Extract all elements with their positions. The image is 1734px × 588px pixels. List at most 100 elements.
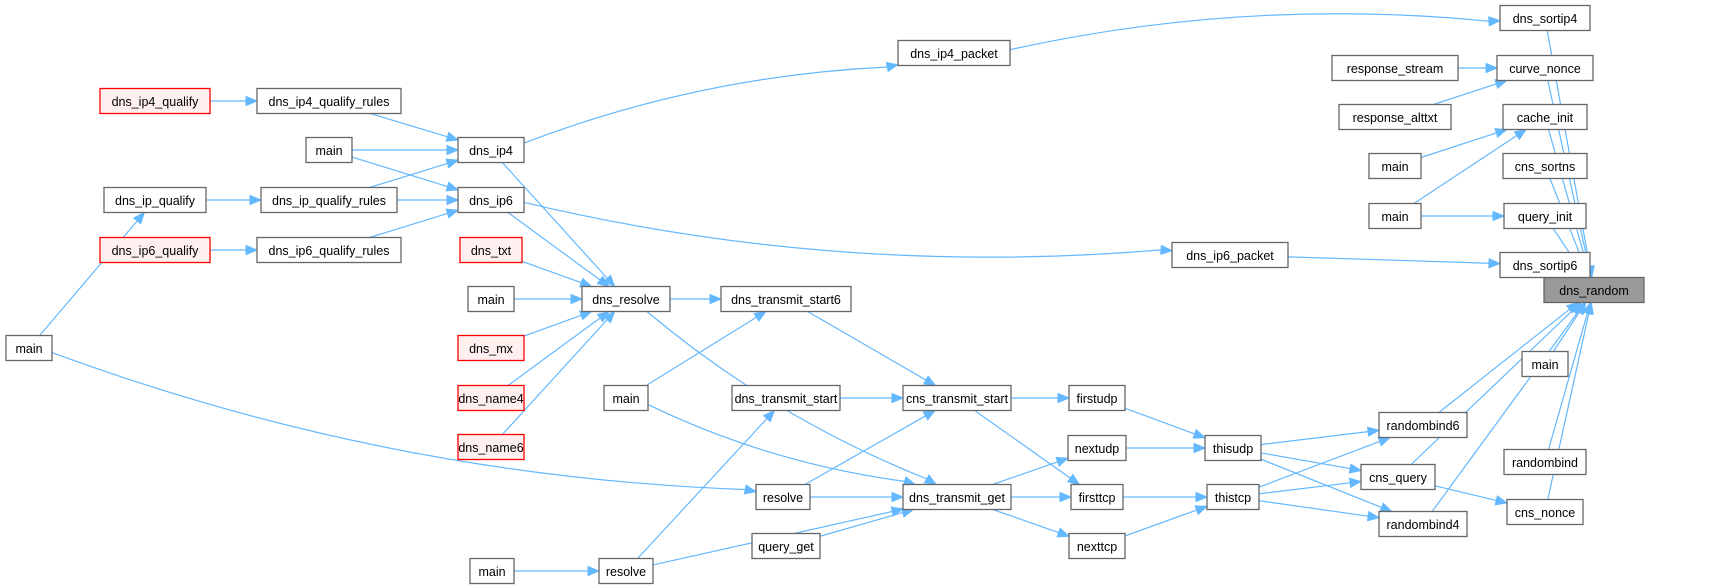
node-response_stream[interactable]: response_stream [1331, 54, 1459, 82]
node-box[interactable] [103, 186, 207, 214]
node-box[interactable] [1368, 202, 1422, 230]
node-main_t1[interactable]: main [603, 384, 649, 412]
node-box[interactable] [1338, 103, 1452, 131]
node-thistcp[interactable]: thistcp [1206, 483, 1260, 511]
node-dns_sortip6[interactable]: dns_sortip6 [1499, 251, 1591, 279]
node-box[interactable] [1068, 532, 1126, 560]
node-box[interactable] [1543, 276, 1645, 304]
node-dns_ip6[interactable]: dns_ip6 [457, 186, 525, 214]
node-box[interactable] [1378, 411, 1468, 439]
node-box[interactable] [1502, 103, 1588, 131]
node-query_get[interactable]: query_get [751, 532, 821, 560]
node-box[interactable] [1068, 384, 1126, 412]
node-box[interactable] [581, 285, 671, 313]
node-randombind4[interactable]: randombind4 [1378, 510, 1468, 538]
node-cns_query[interactable]: cns_query [1360, 463, 1436, 491]
node-query_init[interactable]: query_init [1503, 202, 1587, 230]
node-box[interactable] [457, 136, 525, 164]
node-firsttcp[interactable]: firsttcp [1070, 483, 1124, 511]
node-firstudp[interactable]: firstudp [1068, 384, 1126, 412]
node-box[interactable] [459, 236, 523, 264]
node-box[interactable] [1503, 448, 1587, 476]
node-main_r1[interactable]: main [1521, 350, 1569, 378]
node-box[interactable] [1378, 510, 1468, 538]
node-dns_mx[interactable]: dns_mx [457, 334, 525, 362]
node-main_t2[interactable]: main [469, 557, 515, 585]
node-dns_name4[interactable]: dns_name4 [457, 384, 525, 412]
node-dns_transmit_get[interactable]: dns_transmit_get [902, 483, 1012, 511]
node-box[interactable] [457, 334, 525, 362]
node-box[interactable] [1171, 241, 1289, 269]
node-cns_transmit_start[interactable]: cns_transmit_start [902, 384, 1012, 412]
node-box[interactable] [902, 384, 1012, 412]
node-dns_transmit_start[interactable]: dns_transmit_start [731, 384, 841, 412]
node-box[interactable] [731, 384, 841, 412]
node-box[interactable] [467, 285, 515, 313]
node-box[interactable] [305, 136, 353, 164]
node-box[interactable] [1506, 498, 1584, 526]
node-dns_sortip4[interactable]: dns_sortip4 [1499, 4, 1591, 32]
node-box[interactable] [457, 384, 525, 412]
node-cns_sortns[interactable]: cns_sortns [1502, 152, 1588, 180]
node-box[interactable] [1499, 251, 1591, 279]
node-box[interactable] [99, 87, 211, 115]
node-dns_ip_qualify[interactable]: dns_ip_qualify [103, 186, 207, 214]
node-box[interactable] [720, 285, 852, 313]
node-box[interactable] [1496, 54, 1594, 82]
node-nextudp[interactable]: nextudp [1067, 434, 1127, 462]
node-cache_init[interactable]: cache_init [1502, 103, 1588, 131]
node-box[interactable] [1331, 54, 1459, 82]
node-box[interactable] [755, 483, 811, 511]
node-box[interactable] [902, 483, 1012, 511]
node-box[interactable] [99, 236, 211, 264]
node-box[interactable] [1521, 350, 1569, 378]
node-dns_random[interactable]: dns_random [1543, 276, 1645, 304]
node-resolve_b[interactable]: resolve [598, 557, 654, 585]
node-box[interactable] [260, 186, 398, 214]
node-box[interactable] [1503, 202, 1587, 230]
node-dns_name6[interactable]: dns_name6 [457, 433, 525, 461]
node-main_i1[interactable]: main [305, 136, 353, 164]
node-randombind6[interactable]: randombind6 [1378, 411, 1468, 439]
node-box[interactable] [457, 186, 525, 214]
node-box[interactable] [1067, 434, 1127, 462]
node-box[interactable] [1360, 463, 1436, 491]
node-main_d1[interactable]: main [467, 285, 515, 313]
node-box[interactable] [457, 433, 525, 461]
node-box[interactable] [897, 39, 1011, 67]
node-dns_ip4_qualify[interactable]: dns_ip4_qualify [99, 87, 211, 115]
node-dns_ip4_qualify_rules[interactable]: dns_ip4_qualify_rules [256, 87, 402, 115]
node-dns_ip6_qualify_rules[interactable]: dns_ip6_qualify_rules [256, 236, 402, 264]
node-dns_ip_qualify_rules[interactable]: dns_ip_qualify_rules [260, 186, 398, 214]
node-box[interactable] [598, 557, 654, 585]
node-box[interactable] [5, 334, 53, 362]
node-box[interactable] [256, 87, 402, 115]
node-box[interactable] [1502, 152, 1588, 180]
node-cns_nonce[interactable]: cns_nonce [1506, 498, 1584, 526]
node-main_c1[interactable]: main [1368, 152, 1422, 180]
node-box[interactable] [1499, 4, 1591, 32]
node-box[interactable] [1368, 152, 1422, 180]
node-box[interactable] [603, 384, 649, 412]
node-dns_ip4_packet[interactable]: dns_ip4_packet [897, 39, 1011, 67]
node-box[interactable] [751, 532, 821, 560]
node-main_left[interactable]: main [5, 334, 53, 362]
node-box[interactable] [256, 236, 402, 264]
node-main_c2[interactable]: main [1368, 202, 1422, 230]
node-box[interactable] [1070, 483, 1124, 511]
node-thisudp[interactable]: thisudp [1204, 434, 1262, 462]
node-dns_txt[interactable]: dns_txt [459, 236, 523, 264]
node-box[interactable] [1206, 483, 1260, 511]
node-dns_ip6_qualify[interactable]: dns_ip6_qualify [99, 236, 211, 264]
node-dns_ip6_packet[interactable]: dns_ip6_packet [1171, 241, 1289, 269]
node-box[interactable] [1204, 434, 1262, 462]
node-dns_ip4[interactable]: dns_ip4 [457, 136, 525, 164]
node-response_alttxt[interactable]: response_alttxt [1338, 103, 1452, 131]
node-dns_transmit_start6[interactable]: dns_transmit_start6 [720, 285, 852, 313]
node-randombind[interactable]: randombind [1503, 448, 1587, 476]
node-curve_nonce[interactable]: curve_nonce [1496, 54, 1594, 82]
node-box[interactable] [469, 557, 515, 585]
node-resolve_a[interactable]: resolve [755, 483, 811, 511]
node-nexttcp[interactable]: nexttcp [1068, 532, 1126, 560]
node-dns_resolve[interactable]: dns_resolve [581, 285, 671, 313]
